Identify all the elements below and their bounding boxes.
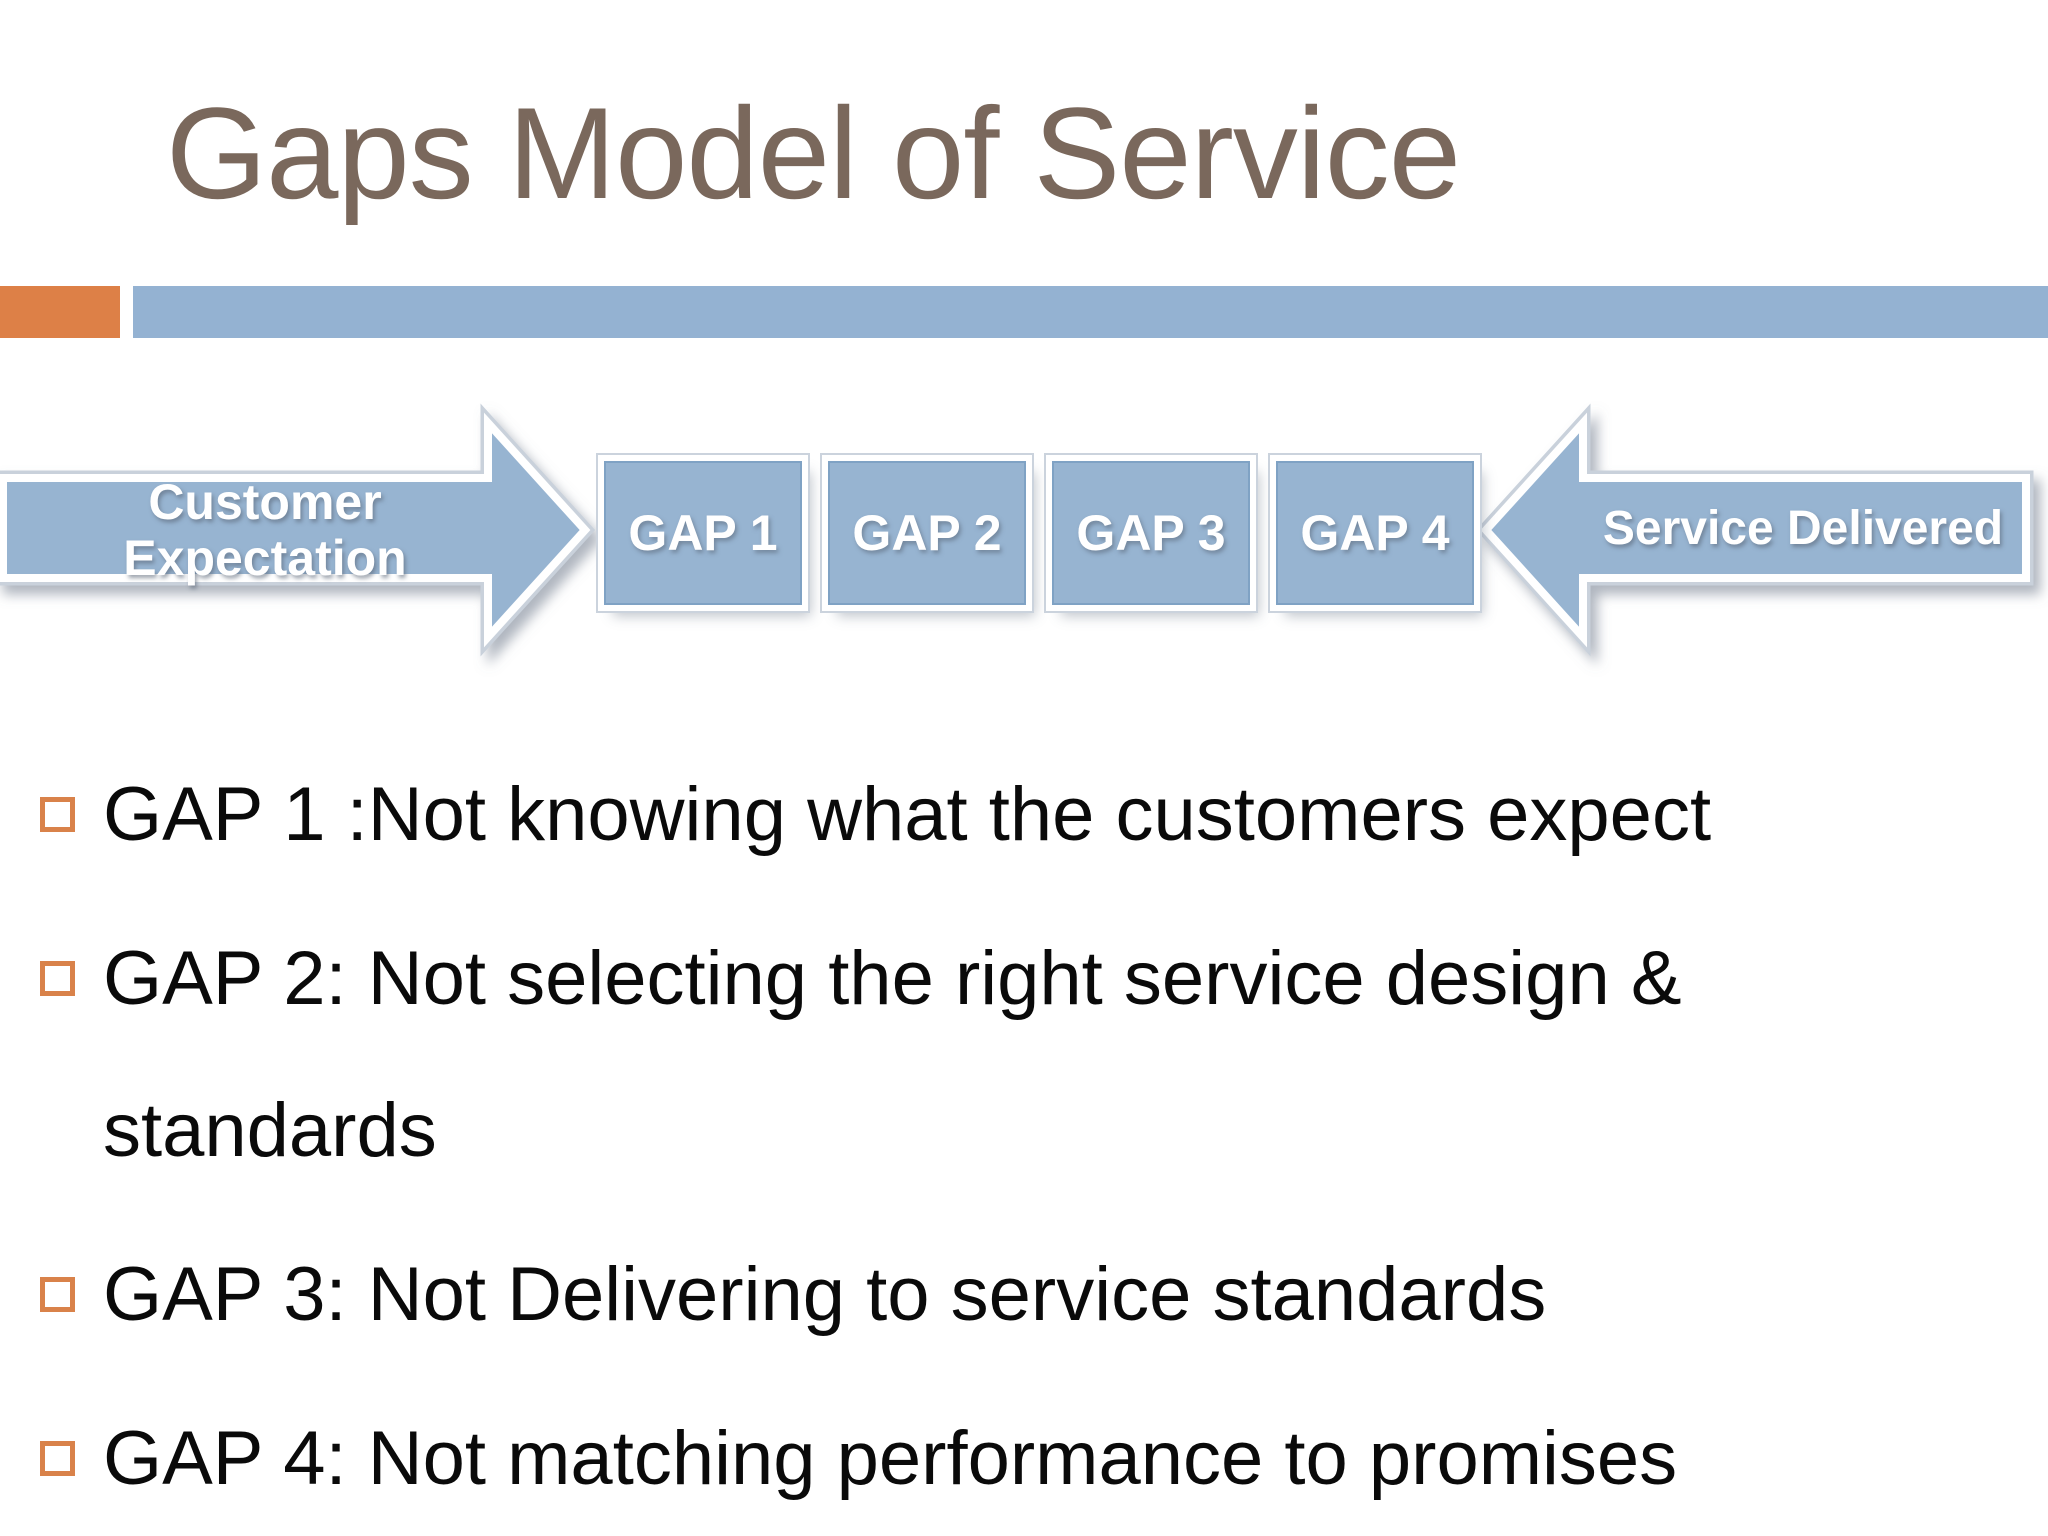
gap-box-3: GAP 3 xyxy=(1052,461,1250,605)
accent-bar-orange xyxy=(0,286,120,338)
bullet-text: GAP 2: Not selecting the right service d… xyxy=(103,936,1682,1173)
accent-bar-blue xyxy=(133,286,2048,338)
customer-expectation-arrow-label: Customer Expectation xyxy=(123,474,407,586)
bullet-text: GAP 3: Not Delivering to service standar… xyxy=(103,1252,1547,1337)
gap-box-4-label: GAP 4 xyxy=(1300,505,1450,561)
gap-box-1-label: GAP 1 xyxy=(628,505,778,561)
gap-box-4: GAP 4 xyxy=(1276,461,1474,605)
gap-box-2: GAP 2 xyxy=(828,461,1026,605)
gap-box-1: GAP 1 xyxy=(604,461,802,605)
bullet-item-gap1: GAP 1 :Not knowing what the customers ex… xyxy=(0,739,2048,891)
customer-expectation-arrow-shape xyxy=(0,403,596,657)
bullet-square-icon xyxy=(40,961,75,996)
bullet-square-icon xyxy=(40,1277,75,1312)
bullet-square-icon xyxy=(40,1441,75,1476)
bullet-item-gap3: GAP 3: Not Delivering to service standar… xyxy=(0,1219,2048,1371)
service-delivered-arrow-label: Service Delivered xyxy=(1602,501,2004,555)
gap-box-2-label: GAP 2 xyxy=(852,505,1002,561)
bullet-text: GAP 4: Not matching performance to promi… xyxy=(103,1416,1678,1501)
gap-box-3-label: GAP 3 xyxy=(1076,505,1226,561)
bullet-item-gap4: GAP 4: Not matching performance to promi… xyxy=(0,1383,2048,1535)
bullet-list: GAP 1 :Not knowing what the customers ex… xyxy=(0,739,2048,1536)
service-delivered-arrow-shape xyxy=(1475,403,2034,657)
bullet-square-icon xyxy=(40,797,75,832)
slide-title: Gaps Model of Service xyxy=(166,80,1461,226)
bullet-text: GAP 1 :Not knowing what the customers ex… xyxy=(103,772,1712,857)
bullet-item-gap2: GAP 2: Not selecting the right service d… xyxy=(0,903,2048,1207)
